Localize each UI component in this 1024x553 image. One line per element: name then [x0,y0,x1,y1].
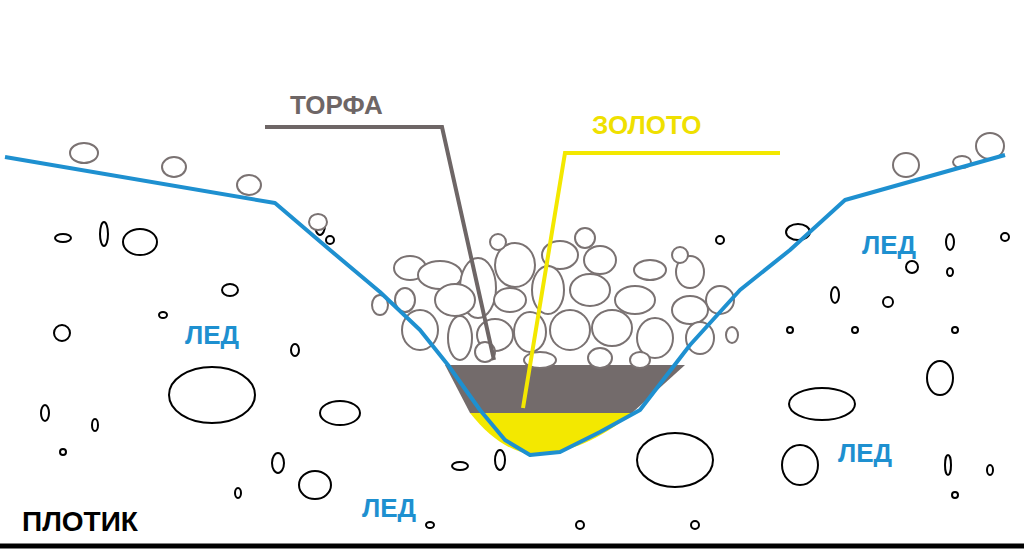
ice-stone [906,261,918,273]
peat-leader [265,127,494,360]
ice-stone [100,222,108,246]
surface-boulder [309,214,327,230]
surface-boulder [162,157,186,177]
valley-boulder [588,348,612,368]
ice-label: ЛЕД [185,322,239,348]
valley-surface [5,155,1005,455]
valley-boulder [550,310,590,350]
ice-stone [291,344,299,356]
ice-stone [716,236,724,244]
valley-boulder [672,247,688,263]
valley-boulder [615,286,655,314]
ice-stone [946,234,954,250]
ice-stone [831,287,839,303]
valley-boulder [584,246,616,274]
valley-boulder [494,288,526,312]
ice-label: ЛЕД [362,495,416,521]
gold-label: ЗОЛОТО [592,112,701,138]
valley-boulder [726,327,738,343]
ice-stone [159,312,167,318]
ice-stone [320,401,360,425]
ice-label: ЛЕД [838,440,892,466]
ice-stone [55,234,71,242]
ice-stone [1001,233,1009,241]
surface-boulder [893,153,919,177]
ice-stone [947,268,953,276]
ice-stone [326,236,334,244]
ice-stone [852,327,858,333]
ice-stone [945,455,951,475]
bedrock-label: ПЛОТИК [22,508,138,536]
ice-stone [60,449,66,455]
surface-boulder [70,143,98,163]
ice-stone [883,297,893,307]
ice-stone [637,433,713,487]
ice-stone [123,229,157,255]
valley-boulder [686,322,714,354]
valley-boulder [672,296,708,324]
ice-stone [92,419,98,431]
ice-stone [222,284,238,296]
ice-stone [495,450,505,470]
valley-boulder [634,260,666,280]
ice-stone [789,388,855,420]
ice-stone [987,465,993,475]
ice-stone [272,453,284,473]
ice-stone [299,471,331,499]
peat-label: ТОРФА [290,92,383,118]
valley-boulder [592,310,632,346]
valley-boulder [435,284,475,316]
valley-boulder [575,228,595,248]
ice-label: ЛЕД [862,232,916,258]
surface-boulder [237,175,261,195]
ice-stone [787,327,793,333]
ice-stone [927,361,953,395]
valley-boulder [490,234,506,250]
ice-stone [426,522,434,528]
ice-stone [54,325,70,341]
ice-stone [235,488,241,498]
valley-boulder [448,316,472,360]
ice-stone [952,327,958,333]
valley-boulder [570,274,610,306]
ice-stone [952,492,958,498]
ice-stone [691,521,699,529]
ice-stone [41,405,49,421]
valley-boulder [532,266,564,314]
ice-stone [576,521,584,529]
peat-layer [445,365,685,413]
valley-boulder [514,312,546,352]
ice-stone [452,462,468,470]
ice-stone [169,367,255,423]
bedrock-line [0,544,1024,549]
gold-leader [523,153,780,408]
ice-stone [782,445,818,485]
gold-layer [470,413,632,455]
valley-boulder [630,352,650,368]
